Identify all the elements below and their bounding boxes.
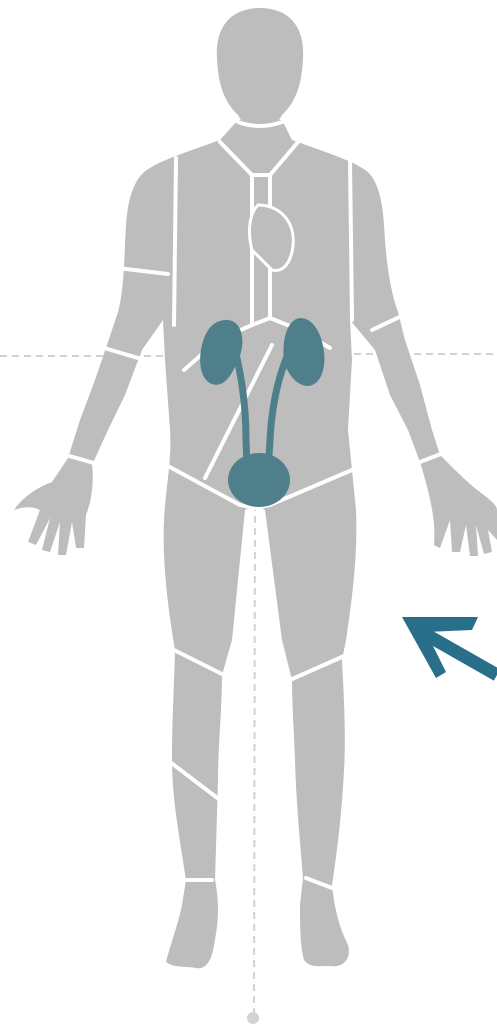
right-foot	[300, 878, 349, 966]
left-shoulder-seam	[174, 158, 176, 325]
left-hand	[14, 458, 93, 555]
left-shin	[172, 650, 222, 880]
left-foot	[166, 880, 218, 968]
guide-line-vertical	[254, 492, 255, 1016]
right-hand	[420, 455, 497, 556]
guide-end-dot	[247, 1012, 259, 1024]
arrow-icon	[402, 617, 497, 678]
head	[217, 8, 303, 122]
right-shoulder-seam	[350, 160, 352, 320]
bladder	[228, 453, 290, 507]
right-shin	[292, 660, 345, 885]
